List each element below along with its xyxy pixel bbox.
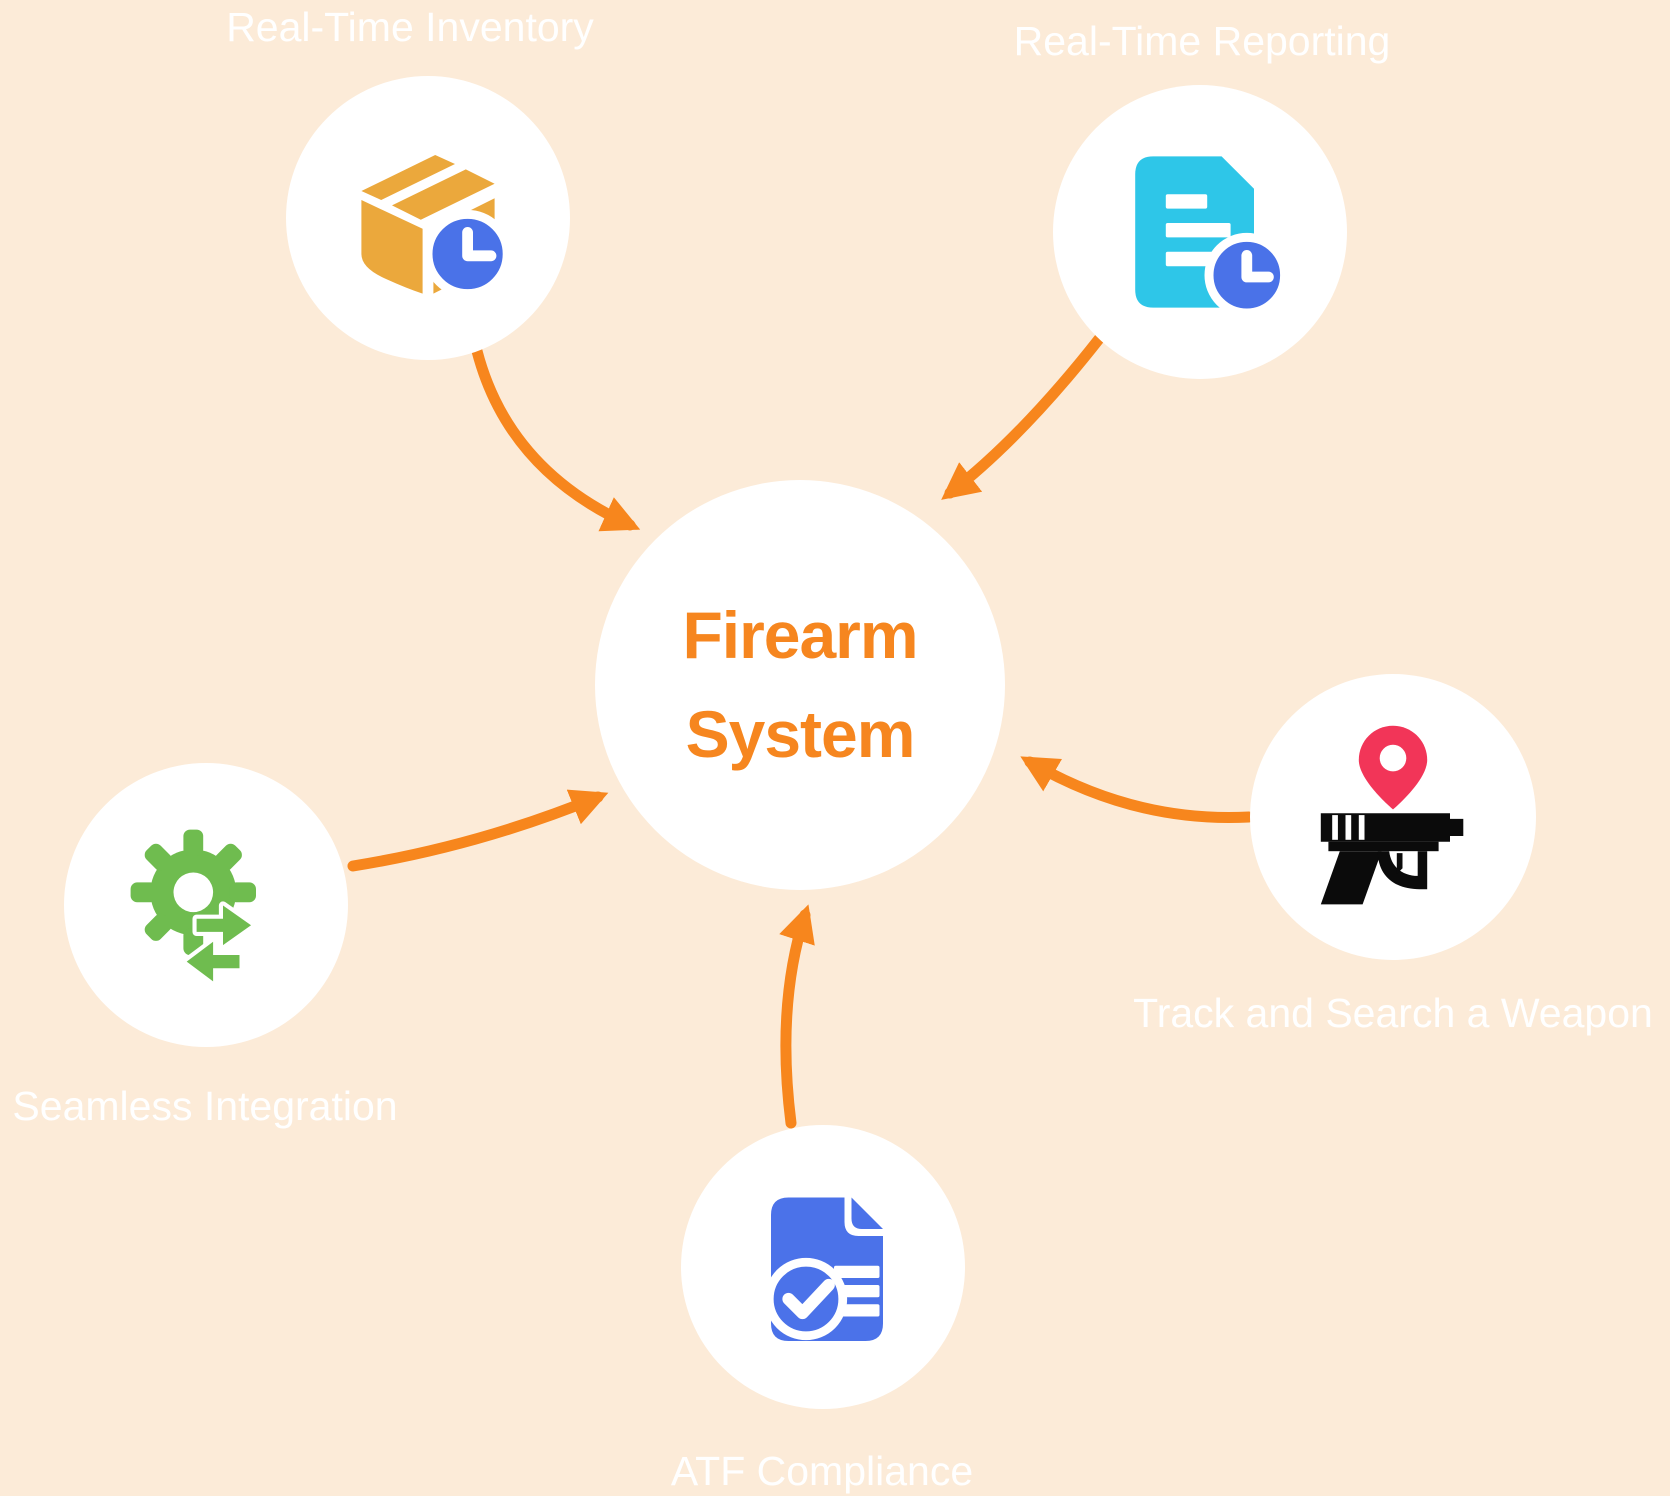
gun-location-pin-icon: [1320, 725, 1464, 905]
sync-arrow-right: [191, 900, 255, 949]
node-real-time-inventory: [286, 76, 570, 360]
sync-arrow-left: [182, 937, 244, 986]
check-badge-icon: [764, 1257, 847, 1340]
report-clock-icon: [1135, 156, 1290, 318]
node-real-time-reporting: [1053, 85, 1347, 379]
center-node-firearm-system: Firearm System: [595, 480, 1005, 890]
arrow-reporting-to-center: [941, 333, 1105, 500]
clock-badge-icon: [1204, 232, 1290, 318]
arrow-inventory-to-center: [471, 345, 641, 532]
location-pin-icon: [1358, 725, 1428, 810]
center-title-line1: Firearm: [682, 598, 918, 672]
label-real-time-reporting: Real-Time Reporting: [1013, 18, 1391, 64]
arrow-atf-to-center: [779, 904, 815, 1129]
clock-badge-icon: [423, 209, 512, 299]
package-clock-icon: [361, 155, 512, 299]
node-seamless-integration: [64, 763, 348, 1047]
label-seamless-integration: Seamless Integration: [12, 1083, 398, 1129]
center-title: Firearm System: [682, 586, 918, 784]
label-track-and-search-a-weapon: Track and Search a Weapon: [1133, 990, 1653, 1036]
arrow-track-to-center: [1020, 756, 1255, 823]
gear-sync-icon: [130, 829, 256, 986]
label-atf-compliance: ATF Compliance: [670, 1448, 974, 1494]
arrow-integration-to-center: [347, 789, 609, 872]
center-title-line2: System: [685, 697, 916, 771]
node-track-and-search-a-weapon: [1250, 674, 1536, 960]
document-check-icon: [764, 1197, 883, 1341]
label-real-time-inventory: Real-Time Inventory: [226, 4, 594, 50]
node-atf-compliance: [681, 1125, 965, 1409]
